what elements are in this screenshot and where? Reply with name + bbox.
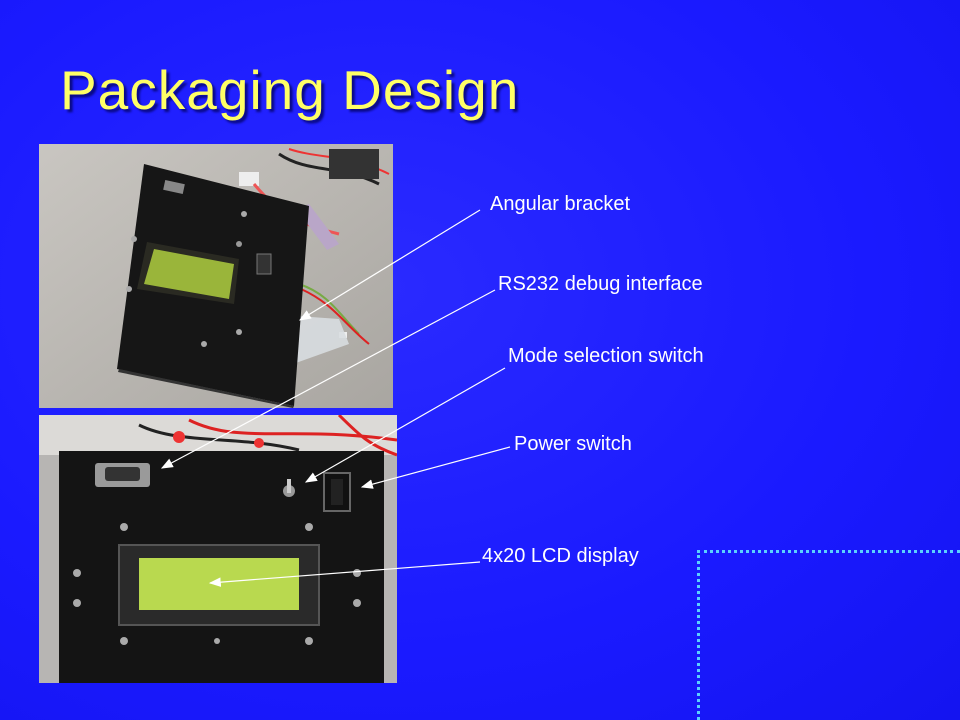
arrow-angular-bracket bbox=[298, 209, 481, 321]
slide-title: Packaging Design bbox=[60, 59, 520, 121]
photo-angled-view bbox=[39, 144, 393, 408]
arrow-mode-switch bbox=[304, 367, 506, 483]
label-angular-bracket: Angular bracket bbox=[490, 193, 631, 215]
arrow-power-switch bbox=[360, 446, 511, 489]
arrow-rs232 bbox=[160, 289, 496, 469]
label-rs232: RS232 debug interface bbox=[498, 273, 703, 295]
label-mode-switch: Mode selection switch bbox=[508, 345, 704, 367]
label-lcd-display: 4x20 LCD display bbox=[482, 545, 639, 567]
arrow-lcd-display bbox=[208, 561, 481, 587]
label-power-switch: Power switch bbox=[514, 433, 632, 455]
decorative-dotted-frame bbox=[697, 550, 960, 720]
photo-front-view bbox=[39, 415, 397, 683]
